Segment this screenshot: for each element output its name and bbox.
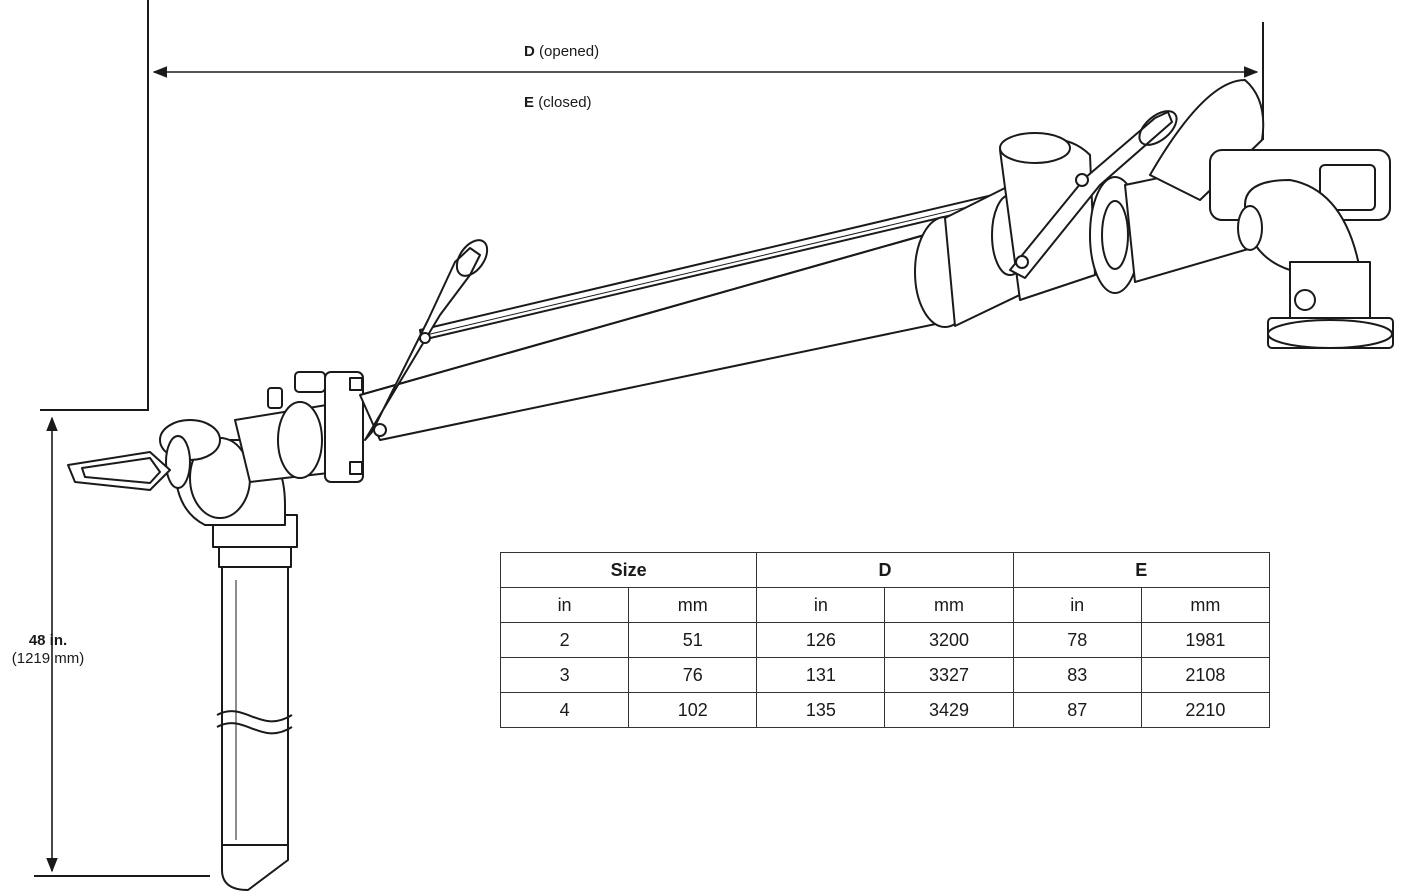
dimension-arrows (46, 66, 1259, 873)
table-cell: 51 (628, 622, 758, 658)
table-unit-cell: mm (628, 587, 758, 623)
table-row: 2 51 126 3200 78 1981 (499, 622, 1271, 658)
table-unit-cell: mm (884, 587, 1014, 623)
lower-spool (234, 371, 364, 483)
table-group-header-row: Size D E (499, 552, 1271, 588)
d-note: (opened) (539, 43, 600, 60)
table-cell: 3200 (884, 622, 1014, 658)
upper-handle (1009, 110, 1178, 279)
main-tube (359, 231, 956, 441)
drop-tube (212, 514, 298, 891)
table-unit-cell: in (756, 587, 886, 623)
table-cell: 3327 (884, 657, 1014, 693)
table-cell: 2 (499, 622, 630, 658)
table-cell: 2108 (1140, 657, 1271, 693)
table-cell: 78 (1012, 622, 1142, 658)
table-unit-header-row: in mm in mm in mm (499, 587, 1271, 623)
table-unit-cell: mm (1140, 587, 1271, 623)
table-cell: 102 (628, 692, 758, 728)
height-dimension-label: 48 in. (1219 mm) (0, 632, 96, 668)
table-group-size: Size (499, 552, 758, 588)
table-unit-cell: in (1012, 587, 1142, 623)
table-cell: 3 (499, 657, 630, 693)
top-swivel (1149, 79, 1394, 349)
dimensions-table: Size D E in mm in mm in mm 2 51 126 3200… (499, 552, 1271, 728)
wall-line (40, 0, 149, 411)
table-cell: 131 (756, 657, 886, 693)
loading-arm (67, 79, 1394, 891)
table-unit-cell: in (499, 587, 630, 623)
table-row: 3 76 131 3327 83 2108 (499, 657, 1271, 693)
table-cell: 83 (1012, 657, 1142, 693)
table-cell: 3429 (884, 692, 1014, 728)
table-cell: 76 (628, 657, 758, 693)
table-cell: 4 (499, 692, 630, 728)
table-row: 4 102 135 3429 87 2210 (499, 692, 1271, 728)
d-letter: D (524, 43, 535, 60)
d-dimension-label: D (opened) (524, 43, 599, 61)
table-group-d: D (756, 552, 1014, 588)
table-cell: 126 (756, 622, 886, 658)
table-cell: 87 (1012, 692, 1142, 728)
table-cell: 1981 (1140, 622, 1271, 658)
height-main: 48 in. (28, 632, 68, 649)
e-note: (closed) (538, 94, 592, 111)
e-letter: E (524, 94, 535, 111)
table-group-e: E (1012, 552, 1271, 588)
e-dimension-label: E (closed) (524, 94, 592, 112)
lower-handle (364, 239, 489, 441)
table-cell: 135 (756, 692, 886, 728)
height-sub: (1219 mm) (11, 650, 85, 667)
table-cell: 2210 (1140, 692, 1271, 728)
